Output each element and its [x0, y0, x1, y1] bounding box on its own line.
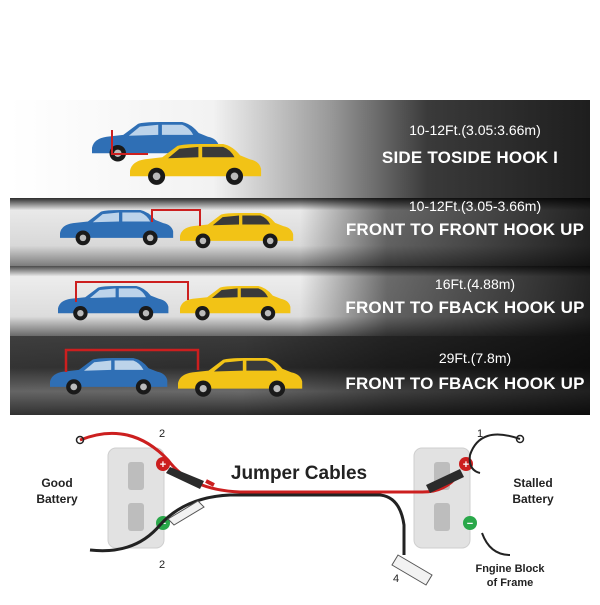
black-cable [89, 493, 406, 555]
engine-block-label: Fngine Block [475, 563, 545, 575]
svg-text:−: − [467, 518, 473, 530]
svg-text:+: + [160, 459, 166, 471]
row1-cars [92, 122, 262, 185]
hookup-distance: 29Ft.(7.8m) [438, 350, 512, 366]
cable-red [64, 348, 200, 372]
clamp-engine-block [391, 554, 433, 586]
black-cable-right [468, 433, 521, 474]
cable-end-icon [75, 435, 85, 445]
hookup-title: FRONT TO FBACK HOOK UP [345, 374, 585, 393]
good-battery: + − [107, 447, 170, 549]
hookup-title: FRONT TO FRONT HOOK UP [345, 220, 585, 239]
row3-cars [58, 281, 291, 321]
clamp-right-red [426, 469, 464, 493]
hookup-distance: 16Ft.(4.88m) [434, 276, 516, 292]
step-number: 1 [477, 428, 483, 440]
hookup-banner-front-to-back-16: 16Ft.(4.88m) FRONT TO FBACK HOOK UP [10, 266, 590, 336]
hookup-distance: 10-12Ft.(3.05-3.66m) [408, 198, 542, 214]
row4-cars [50, 348, 303, 397]
step-number: 2 [159, 428, 165, 440]
clamp-left-black [167, 500, 205, 526]
stalled-battery-label: Stalled [513, 476, 552, 490]
clamp-left-red [166, 467, 215, 489]
cable-red [151, 209, 201, 226]
cable-red [111, 130, 148, 155]
hookup-title: FRONT TO FBACK HOOK UP [345, 298, 585, 317]
row2-cars [60, 209, 294, 249]
stalled-battery-label: Battery [512, 492, 554, 506]
good-battery-label: Battery [36, 492, 78, 506]
negative-terminal-icon [463, 516, 477, 530]
jumper-cable-diagram: + − + − [0, 415, 600, 600]
top-blank-area [0, 0, 600, 100]
hookup-title: SIDE TOSIDE HOOK I [381, 148, 559, 167]
engine-block-label: of Frame [487, 577, 533, 589]
stalled-battery: + − [413, 447, 477, 549]
good-battery-label: Good [41, 476, 72, 490]
diagram-title: Jumper Cables [231, 463, 367, 484]
cable-red [75, 281, 189, 302]
svg-text:+: + [463, 459, 469, 471]
step-number: 4 [393, 573, 399, 585]
hookup-distance: 10-12Ft.(3.05:3.66m) [409, 122, 541, 138]
cable-end-icon [515, 434, 525, 444]
black-cable-right-lower [481, 532, 511, 556]
cars-illustration [50, 122, 303, 397]
step-number: 2 [159, 559, 165, 571]
svg-text:−: − [160, 518, 166, 530]
